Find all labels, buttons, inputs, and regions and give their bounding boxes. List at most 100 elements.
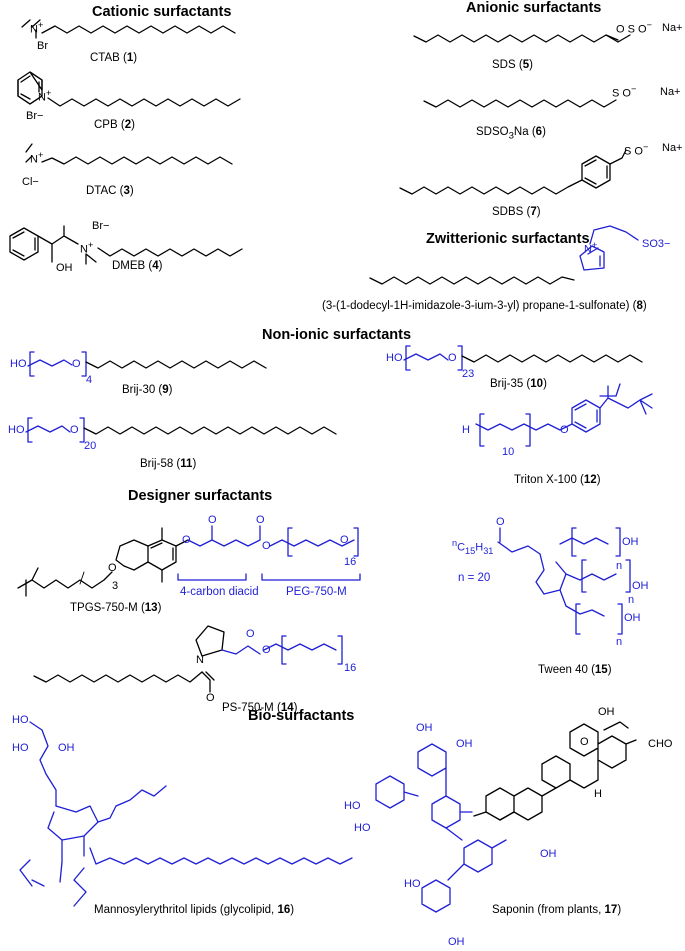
header-cationic: Cationic surfactants [92,4,232,20]
caption-tween40: Tween 40 (15) [538,664,612,676]
atom-na-sds: Na+ [662,22,683,34]
caption-ps750m: PS-750-M (14) [222,702,298,714]
atom-sub-tpgs-peg: 16 [344,556,357,568]
structure-brij30 [27,351,267,377]
structure-sdso3na [423,99,617,108]
atom-n-imid: N+ [584,240,598,256]
atom-oh-sap-3: HO [344,800,361,812]
atom-so3-sdbs: S O− [624,142,649,158]
atom-oh-mel-1: HO [12,714,29,726]
label-diacid: 4-carbon diacid [180,586,259,598]
atom-o-brij30: O [72,358,81,370]
structure-mel [19,721,353,907]
atom-oh-dmeb: OH [56,262,73,274]
caption-cpb: CPB (2) [94,119,135,131]
atom-n-cpb: N+ [38,88,52,104]
atom-na-sdbs: Na+ [662,142,683,154]
atom-br-dmeb: Br− [92,220,110,232]
structure-sds [413,34,631,43]
atom-oh-tween-3: OH [624,612,641,624]
atom-n-dmeb: N+ [80,240,94,256]
atom-so3-imid: SO3− [642,238,671,250]
caption-brij30: Brij-30 (9) [122,384,173,396]
atom-n-tween-1: n [616,560,623,572]
header-designer: Designer surfactants [128,488,273,504]
atom-ho-brij35: HO [386,352,403,364]
caption-sdso3na: SDSO3Na (6) [476,126,546,142]
atom-so3-sdso3: S O− [612,84,637,100]
atom-o-brij35: O [448,352,457,364]
structure-imidazolium [369,225,639,285]
atom-oh-sap-7: OH [448,936,465,948]
caption-dtac: DTAC (3) [86,185,134,197]
caption-ctab: CTAB (1) [90,52,138,64]
atom-palmitoyl: nC15H31 [452,538,494,556]
atom-o-tpgs-ring: O [108,562,117,574]
header-anionic: Anionic surfactants [466,0,602,16]
structure-cpb [17,71,241,107]
structure-dmeb [9,225,243,265]
atom-sub-brij30: 4 [86,374,93,386]
atom-na-sdso3: Na+ [660,86,681,98]
atom-n-dtac: N+ [30,150,44,166]
atom-br-ctab: Br [37,40,48,52]
label-tween-n: n = 20 [458,572,491,584]
atom-o-ps750-amide: O [206,692,215,704]
atom-ho-brij30: HO [10,358,27,370]
structure-brij58 [25,417,337,443]
structure-dtac [25,143,233,165]
atom-ho-brij58: HO [8,424,25,436]
atom-o-tpgs-peg: O [262,540,271,552]
atom-oh-sap-2: OH [456,738,473,750]
atom-o-tween-keto: O [496,516,505,528]
structure-ctab [21,19,236,39]
structure-triton [475,383,653,447]
atom-o-triton: O [560,424,569,436]
atom-cl-dtac: Cl− [22,176,39,188]
caption-sdbs: SDBS (7) [492,206,541,218]
caption-imidazolium: (3-(1-dodecyl-1H-imidazole-3-ium-3-yl) p… [322,300,647,312]
atom-sub-brij58: 20 [84,440,97,452]
atom-n-ctab: N+ [30,20,44,36]
atom-n-tween-3: n [616,636,623,648]
structure-sdbs [399,149,627,195]
atom-o-tpgs-ester: O [182,534,191,546]
structure-brij35 [403,345,643,371]
caption-mel: Mannosylerythritol lipids (glycolipid, 1… [94,904,295,916]
atom-o-sap-bridge: O [580,736,589,748]
atom-sub-brij35: 23 [462,368,475,380]
header-nonionic: Non-ionic surfactants [262,327,412,343]
structure-tween40 [497,527,631,635]
caption-brij35: Brij-35 (10) [490,378,547,390]
caption-triton: Triton X-100 (12) [514,474,601,486]
atom-cho-sap: CHO [648,738,673,750]
structure-saponin [375,721,637,913]
atom-oh-sap-1: OH [416,722,433,734]
atom-so4-sds: O S O− [616,20,652,36]
header-zwitterionic: Zwitterionic surfactants [426,231,590,247]
structure-tpgs [17,525,361,597]
atom-sub-tpgs: 3 [112,580,119,592]
atom-oh-sap-5: OH [540,848,557,860]
atom-o-tpgs-keto1: O [208,514,217,526]
atom-h-triton: H [462,424,470,436]
atom-o-ps750-ester: O [246,628,255,640]
atom-h-sap: H [594,788,602,800]
atom-oh-tween-2: OH [632,580,649,592]
atom-n-tween-2: n [628,594,635,606]
label-peg: PEG-750-M [286,586,347,598]
header-bio: Bio-surfactants [248,708,355,724]
atom-oh-sap-8: OH [598,706,615,718]
atom-o-brij58: O [70,424,79,436]
caption-saponin: Saponin (from plants, 17) [492,904,622,916]
atom-oh-tween-1: OH [622,536,639,548]
atom-oh-mel-3: OH [58,742,75,754]
structure-ps750m [33,625,343,693]
atom-sub-triton: 10 [502,446,515,458]
atom-br-cpb: Br− [26,110,44,122]
caption-tpgs: TPGS-750-M (13) [70,602,162,614]
caption-dmeb: DMEB (4) [112,260,163,272]
caption-brij58: Brij-58 (11) [140,458,197,470]
atom-oh-mel-2: HO [12,742,29,754]
